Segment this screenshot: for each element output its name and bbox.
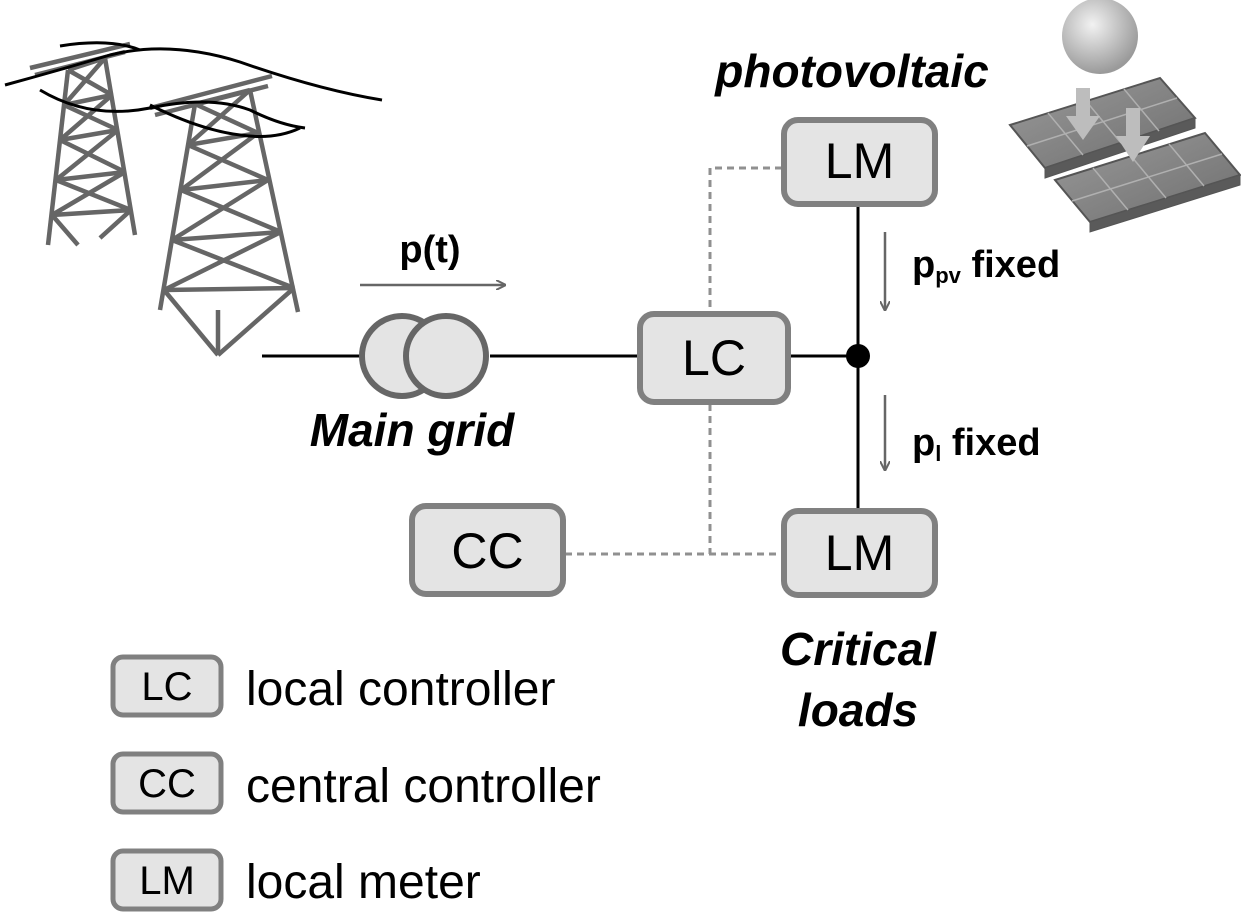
photovoltaic-label: photovoltaic	[713, 45, 988, 97]
legend-abbr: LC	[141, 665, 192, 709]
ppv-label: ppv fixed	[912, 244, 1060, 288]
legend: LC local controller CC central controlle…	[110, 654, 601, 912]
legend-text: central controller	[246, 760, 601, 813]
power-flow-label: p(t)	[399, 229, 460, 271]
legend-text: local meter	[246, 856, 481, 909]
critical-loads-label-line1: Critical	[780, 623, 937, 675]
legend-item-lm: LM local meter	[110, 848, 481, 912]
lc-center-box: LC	[637, 311, 791, 405]
main-grid-label: Main grid	[310, 404, 515, 456]
pl-label: pl fixed	[912, 422, 1041, 466]
communication-links	[565, 166, 782, 556]
bus-junction-node	[846, 344, 870, 368]
critical-loads-label-line2: loads	[798, 684, 918, 736]
cc-left-label: CC	[451, 523, 523, 579]
cc-left-box: CC	[409, 503, 566, 597]
lm-bottom-box: LM	[781, 508, 938, 598]
transformer-icon	[359, 313, 489, 399]
lm-top-box: LM	[781, 117, 938, 207]
legend-text: local controller	[246, 663, 555, 716]
power-cable-lines	[4, 41, 383, 138]
solar-panel-icon	[1008, 0, 1241, 233]
legend-abbr: CC	[138, 762, 196, 806]
lc-center-label: LC	[682, 330, 746, 386]
legend-item-lc: LC local controller	[110, 654, 555, 718]
sun-icon	[1062, 0, 1138, 74]
legend-abbr: LM	[139, 859, 195, 903]
transmission-tower-icon	[29, 41, 301, 357]
lm-top-label: LM	[825, 133, 894, 189]
lm-bottom-label: LM	[825, 525, 894, 581]
legend-item-cc: CC central controller	[110, 751, 601, 815]
